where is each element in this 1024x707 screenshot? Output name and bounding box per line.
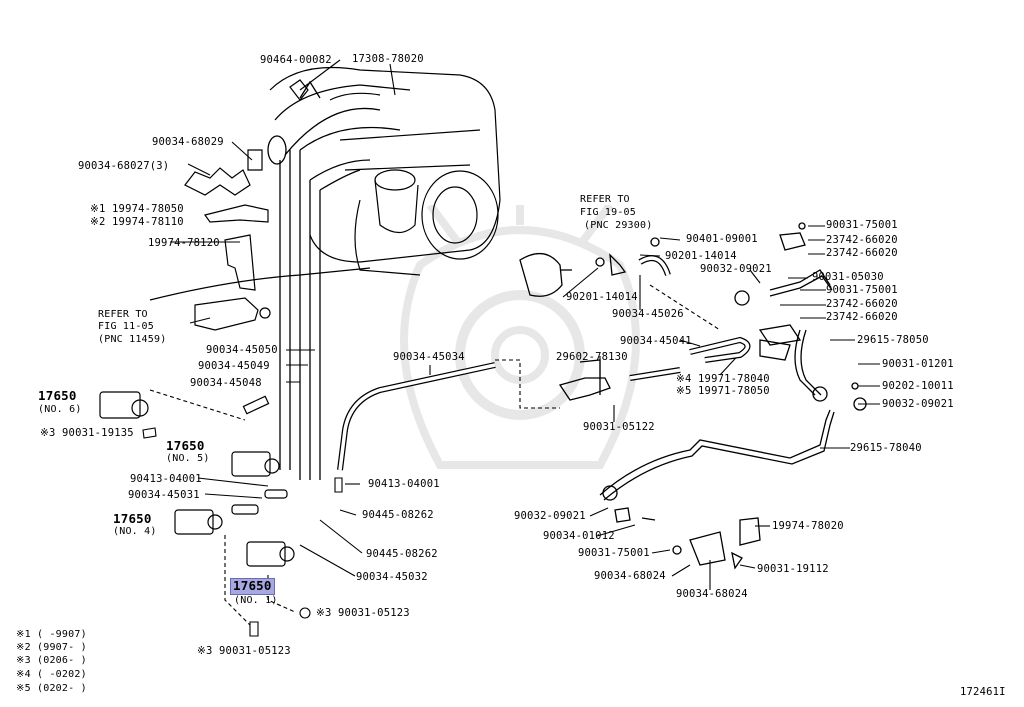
legend-item: ※5 (0202- ) [16,683,87,694]
part-label[interactable]: 90401-09001 [686,233,758,245]
part-label[interactable]: 90413-04001 [130,473,202,485]
legend-item: ※3 (0206- ) [16,655,87,666]
solenoid-part[interactable]: 17650 [113,511,152,526]
part-label[interactable]: 90034-68024 [676,588,748,600]
part-label[interactable]: ※5 19971-78050 [676,385,770,397]
vsv-drawings [99,391,295,567]
part-label[interactable]: 90031-01201 [882,358,954,370]
part-label[interactable]: 90034-68027(3) [78,160,170,172]
part-label[interactable]: 90464-00082 [260,54,332,66]
part-label[interactable]: 17308-78020 [352,53,424,65]
diagram-id: 172461I [960,686,1006,698]
part-label[interactable]: ※3 90031-05123 [197,645,291,657]
vacuum-hose-bundle [267,80,411,480]
solenoid-part[interactable]: 17650 [166,438,205,453]
part-label[interactable]: 90034-68024 [594,570,666,582]
part-label[interactable]: 29615-78040 [850,442,922,454]
part-label[interactable]: ※2 19974-78110 [90,216,184,228]
right-side-piping [519,222,867,570]
part-label[interactable]: 90034-45050 [206,344,278,356]
part-label[interactable]: 90034-68029 [152,136,224,148]
solid-leaders [170,59,880,590]
refer-label[interactable]: REFER TO [580,194,630,205]
part-label[interactable]: 90201-14014 [665,250,737,262]
engine-assembly-drawing [149,67,501,301]
part-label[interactable]: ※3 90031-05123 [316,607,410,619]
refer-label[interactable]: (PNC 29300) [584,220,653,231]
part-label[interactable]: 90031-75001 [578,547,650,559]
part-label[interactable]: ※3 90031-19135 [40,427,134,439]
part-label[interactable]: 90202-10011 [882,380,954,392]
part-label[interactable]: 90032-09021 [882,398,954,410]
solenoid-no: (NO. 1) [234,595,278,606]
part-label[interactable]: 90445-08262 [362,509,434,521]
refer-label[interactable]: REFER TO [98,309,148,320]
solenoid-no: (NO. 4) [113,526,157,537]
part-label[interactable]: 90034-45034 [393,351,465,363]
solenoid-no: (NO. 5) [166,453,210,464]
legend-item: ※1 ( -9907) [16,629,87,640]
part-label[interactable]: 19974-78120 [148,237,220,249]
legend-item: ※2 (9907- ) [16,642,87,653]
part-label[interactable]: 90031-75001 [826,219,898,231]
part-label[interactable]: 90031-05122 [583,421,655,433]
part-label[interactable]: ※4 19971-78040 [676,373,770,385]
refer-label[interactable]: FIG 11-05 [98,321,154,332]
part-label[interactable]: 90201-14014 [566,291,638,303]
part-label[interactable]: ※1 19974-78050 [90,203,184,215]
part-label[interactable]: 23742-66020 [826,247,898,259]
refer-label[interactable]: FIG 19-05 [580,207,636,218]
watermark-emblem [400,205,640,469]
part-label[interactable]: 23742-66020 [826,234,898,246]
part-label[interactable]: 90032-09021 [514,510,586,522]
part-label[interactable]: 90034-01012 [543,530,615,542]
part-label[interactable]: 90445-08262 [366,548,438,560]
part-label[interactable]: 23742-66020 [826,311,898,323]
part-label[interactable]: 19974-78020 [772,520,844,532]
part-label[interactable]: 23742-66020 [826,298,898,310]
bracket-group-left [184,79,309,331]
part-label[interactable]: 90034-45032 [356,571,428,583]
refer-label[interactable]: (PNC 11459) [98,334,167,345]
part-label[interactable]: 90034-45041 [620,335,692,347]
part-label[interactable]: 90034-45031 [128,489,200,501]
part-label[interactable]: 29602-78130 [556,351,628,363]
part-label[interactable]: 90034-45026 [612,308,684,320]
part-label[interactable]: 90031-19112 [757,563,829,575]
solenoid-part-highlighted[interactable]: 17650 [230,578,275,595]
solenoid-part[interactable]: 17650 [38,388,77,403]
part-label[interactable]: 90413-04001 [368,478,440,490]
part-label[interactable]: 90034-45048 [190,377,262,389]
part-label[interactable]: 90031-75001 [826,284,898,296]
part-label[interactable]: 90032-09021 [700,263,772,275]
part-label[interactable]: 29615-78050 [857,334,929,346]
part-label[interactable]: 90031-05030 [812,271,884,283]
bolt-drawings [142,427,343,637]
part-label[interactable]: 90034-45049 [198,360,270,372]
legend-item: ※4 ( -0202) [16,669,87,680]
solenoid-no: (NO. 6) [38,404,82,415]
